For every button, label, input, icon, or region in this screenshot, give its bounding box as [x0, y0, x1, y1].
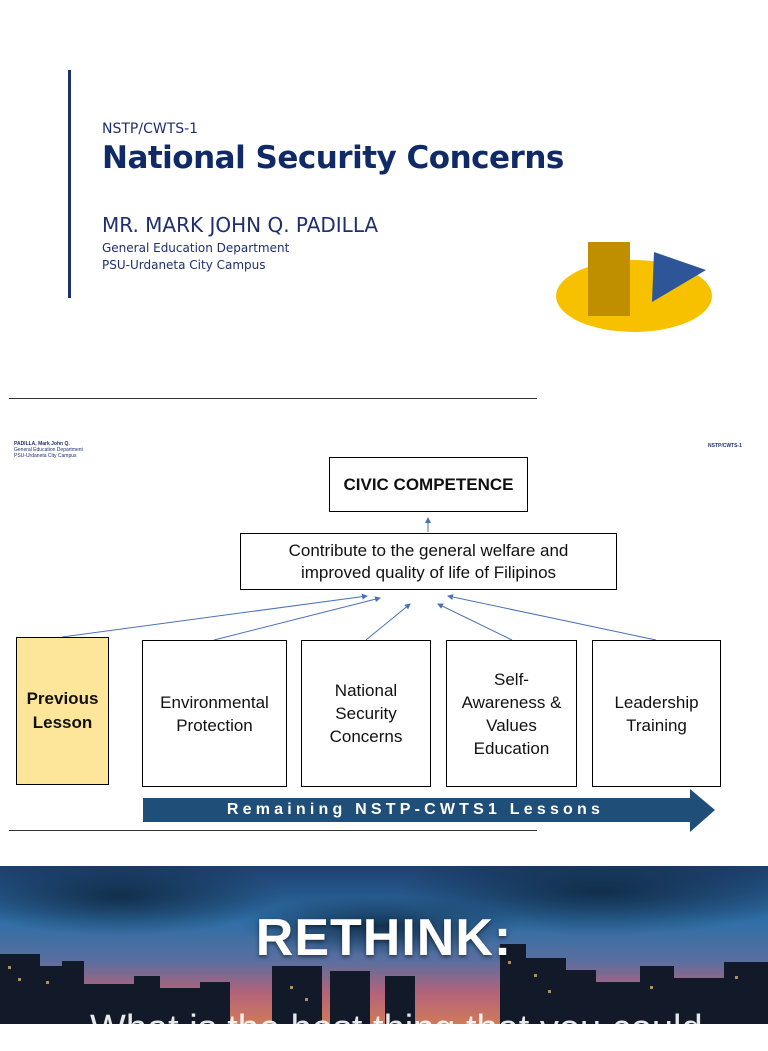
- slide-divider: [9, 830, 537, 831]
- lesson-line: Values: [462, 714, 562, 737]
- previous-lesson-box: Previous Lesson: [16, 637, 109, 785]
- arrow-environmental: [214, 598, 380, 640]
- lesson-line: Security: [330, 702, 403, 725]
- lesson-line: Training: [614, 714, 698, 737]
- goal-line-2: improved quality of life of Filipinos: [289, 562, 569, 584]
- lesson-box-self-awareness: Self- Awareness & Values Education: [446, 640, 577, 787]
- civic-competence-text: CIVIC COMPETENCE: [343, 475, 513, 495]
- arrow-self-awareness: [438, 604, 512, 640]
- previous-line-2: Lesson: [27, 711, 99, 735]
- lesson-line: National: [330, 679, 403, 702]
- lesson-line: Leadership: [614, 691, 698, 714]
- lesson-line: Concerns: [330, 725, 403, 748]
- arrow-national-security: [366, 604, 410, 640]
- lesson-line: Protection: [160, 714, 269, 737]
- civic-competence-box: CIVIC COMPETENCE: [329, 457, 528, 512]
- goal-box: Contribute to the general welfare and im…: [240, 533, 617, 590]
- lesson-box-leadership: Leadership Training: [592, 640, 721, 787]
- previous-line-1: Previous: [27, 687, 99, 711]
- lesson-line: Environmental: [160, 691, 269, 714]
- arrow-leadership: [448, 596, 656, 640]
- lesson-line: Awareness &: [462, 691, 562, 714]
- rethink-subtext: What is the best thing that you could: [90, 1008, 703, 1051]
- remaining-lessons-label: Remaining NSTP-CWTS1 Lessons: [143, 797, 688, 822]
- lesson-line: Self-: [462, 668, 562, 691]
- lesson-box-national-security: National Security Concerns: [301, 640, 431, 787]
- goal-line-1: Contribute to the general welfare and: [289, 540, 569, 562]
- lesson-box-environmental: Environmental Protection: [142, 640, 287, 787]
- rethink-heading: RETHINK:: [0, 908, 768, 968]
- lesson-line: Education: [462, 737, 562, 760]
- arrow-previous: [62, 596, 367, 637]
